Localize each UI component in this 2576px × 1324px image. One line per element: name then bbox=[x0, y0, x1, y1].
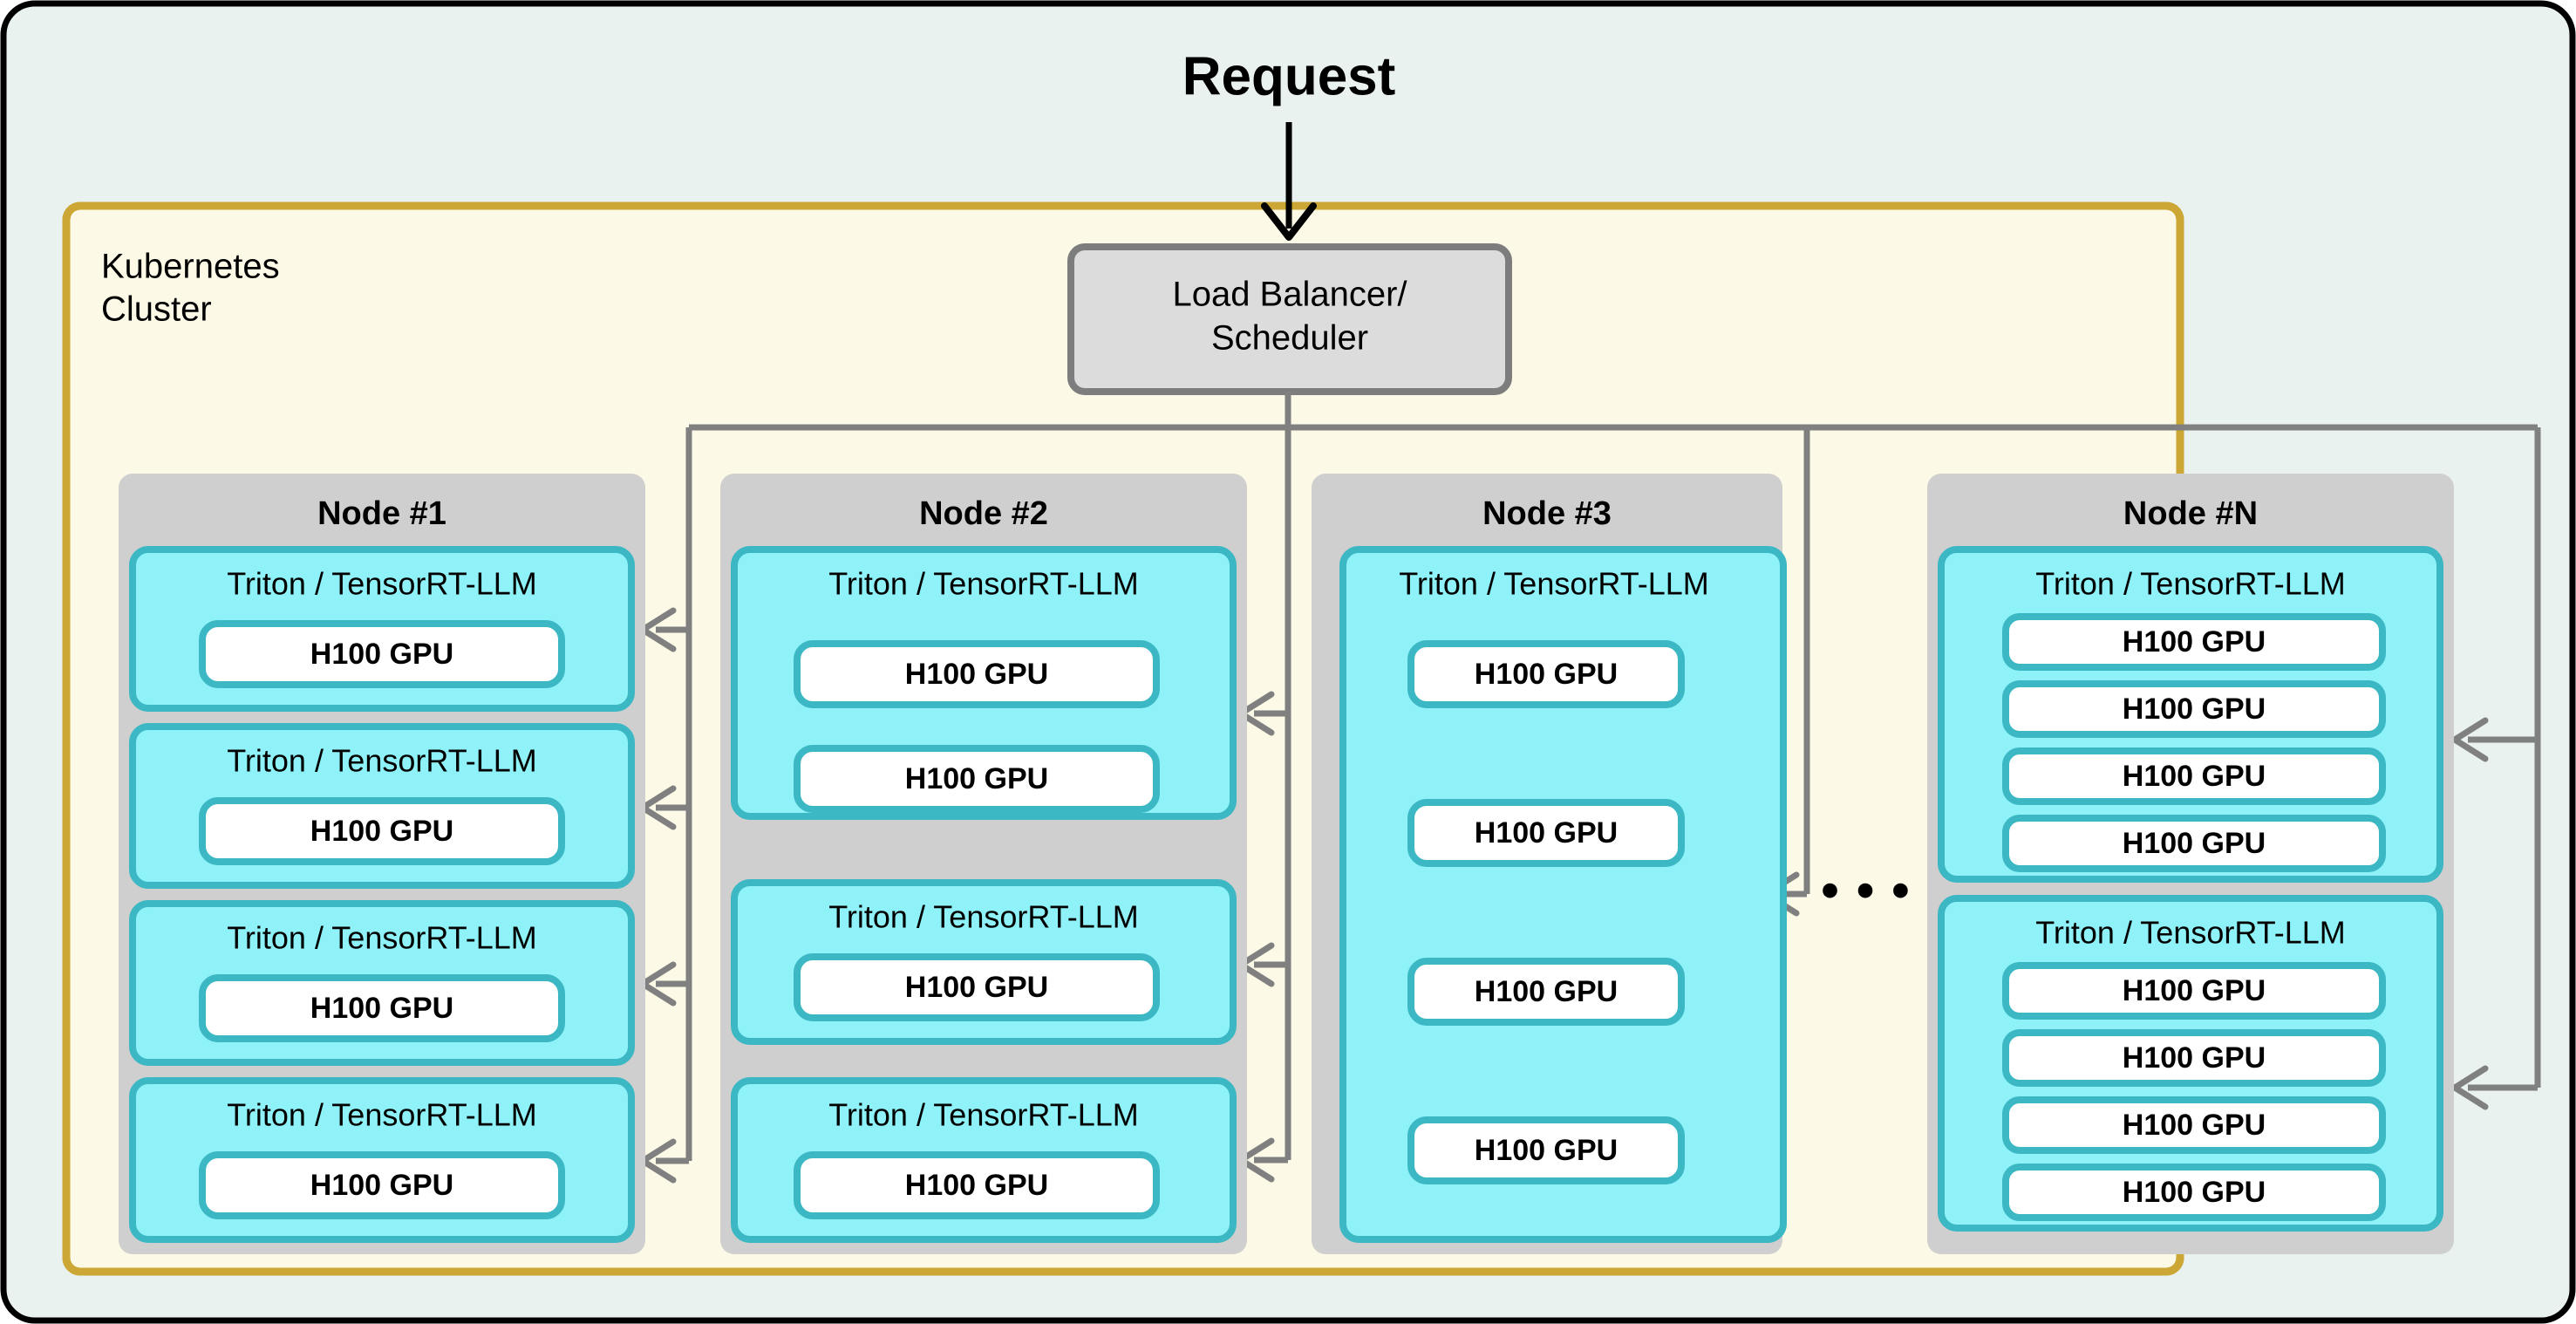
pod-label: Triton / TensorRT-LLM bbox=[227, 920, 536, 956]
page-title: Request bbox=[1182, 46, 1396, 106]
gpu-label: H100 GPU bbox=[2123, 693, 2266, 726]
gpu-label: H100 GPU bbox=[2123, 1041, 2266, 1075]
pod-2-2[interactable]: Triton / TensorRT-LLM H100 GPU bbox=[731, 879, 1237, 1045]
gpu-label: H100 GPU bbox=[2123, 760, 2266, 793]
gpu-label: H100 GPU bbox=[1475, 975, 1618, 1008]
pod-n-2[interactable]: Triton / TensorRT-LLM H100 GPU H100 GPU … bbox=[1938, 895, 2443, 1232]
gpu-label: H100 GPU bbox=[2123, 1109, 2266, 1142]
cluster-label-line2: Cluster bbox=[101, 290, 212, 329]
pod-label: Triton / TensorRT-LLM bbox=[828, 1097, 1138, 1133]
gpu-label: H100 GPU bbox=[1475, 816, 1618, 850]
pod-n-1[interactable]: Triton / TensorRT-LLM H100 GPU H100 GPU … bbox=[1938, 546, 2443, 883]
ellipsis-label: • • • bbox=[1821, 862, 1911, 918]
gpu-box[interactable] bbox=[794, 640, 1160, 708]
load-balancer-label-line1: Load Balancer/ bbox=[1172, 276, 1407, 314]
gpu-label: H100 GPU bbox=[1475, 658, 1618, 691]
pod-1-2[interactable]: Triton / TensorRT-LLM H100 GPU bbox=[129, 723, 635, 889]
gpu-box[interactable] bbox=[794, 1151, 1160, 1219]
load-balancer-label-line2: Scheduler bbox=[1211, 319, 1368, 358]
gpu-box[interactable] bbox=[199, 1151, 565, 1219]
gpu-label: H100 GPU bbox=[905, 1169, 1048, 1202]
gpu-box[interactable] bbox=[1407, 1116, 1685, 1184]
pod-label: Triton / TensorRT-LLM bbox=[227, 1097, 536, 1133]
request-arrow-head bbox=[1261, 202, 1317, 241]
pod-1-1[interactable]: Triton / TensorRT-LLM H100 GPU bbox=[129, 546, 635, 712]
gpu-box[interactable] bbox=[1407, 799, 1685, 867]
gpu-label: H100 GPU bbox=[2123, 827, 2266, 860]
gpu-box[interactable] bbox=[2002, 962, 2386, 1020]
gpu-box[interactable] bbox=[2002, 815, 2386, 872]
gpu-box[interactable] bbox=[2002, 1029, 2386, 1087]
gpu-box[interactable] bbox=[2002, 680, 2386, 738]
gpu-label: H100 GPU bbox=[1475, 1134, 1618, 1167]
gpu-label: H100 GPU bbox=[2123, 1176, 2266, 1209]
gpu-box[interactable] bbox=[2002, 1096, 2386, 1154]
cluster-label-line1: Kubernetes bbox=[101, 248, 280, 286]
gpu-box[interactable] bbox=[1407, 958, 1685, 1026]
gpu-box[interactable] bbox=[199, 797, 565, 865]
gpu-box[interactable] bbox=[2002, 613, 2386, 671]
gpu-label: H100 GPU bbox=[2123, 625, 2266, 659]
node-label-1: Node #1 bbox=[317, 495, 446, 532]
gpu-label: H100 GPU bbox=[905, 762, 1048, 795]
gpu-label: H100 GPU bbox=[310, 815, 453, 848]
node-label-2: Node #2 bbox=[919, 495, 1048, 532]
node-label-n: Node #N bbox=[2123, 495, 2258, 532]
gpu-box[interactable] bbox=[199, 974, 565, 1042]
node-label-3: Node #3 bbox=[1482, 495, 1612, 532]
gpu-label: H100 GPU bbox=[310, 1169, 453, 1202]
gpu-box[interactable] bbox=[794, 745, 1160, 813]
pod-label: Triton / TensorRT-LLM bbox=[828, 899, 1138, 935]
gpu-box[interactable] bbox=[1407, 640, 1685, 708]
pod-1-4[interactable]: Triton / TensorRT-LLM H100 GPU bbox=[129, 1077, 635, 1243]
pod-2-1[interactable]: Triton / TensorRT-LLM H100 GPU H100 GPU bbox=[731, 546, 1237, 820]
pod-label: Triton / TensorRT-LLM bbox=[227, 743, 536, 779]
pod-2-3[interactable]: Triton / TensorRT-LLM H100 GPU bbox=[731, 1077, 1237, 1243]
gpu-label: H100 GPU bbox=[310, 638, 453, 671]
pod-label: Triton / TensorRT-LLM bbox=[227, 566, 536, 602]
pod-3-1[interactable]: Triton / TensorRT-LLM H100 GPU H100 GPU … bbox=[1339, 546, 1787, 1243]
pod-label: Triton / TensorRT-LLM bbox=[1399, 566, 1708, 602]
gpu-label: H100 GPU bbox=[2123, 974, 2266, 1007]
pod-label: Triton / TensorRT-LLM bbox=[2035, 566, 2345, 602]
pod-1-3[interactable]: Triton / TensorRT-LLM H100 GPU bbox=[129, 900, 635, 1066]
gpu-box[interactable] bbox=[2002, 747, 2386, 805]
node-box-1[interactable]: Node #1 Triton / TensorRT-LLM H100 GPU T… bbox=[119, 474, 645, 1254]
gpu-box[interactable] bbox=[2002, 1164, 2386, 1221]
pod-label: Triton / TensorRT-LLM bbox=[828, 566, 1138, 602]
node-box-3[interactable]: Node #3 Triton / TensorRT-LLM H100 GPU H… bbox=[1312, 474, 1787, 1254]
gpu-label: H100 GPU bbox=[905, 971, 1048, 1004]
arrows-nodeN bbox=[2451, 717, 2538, 1110]
gpu-label: H100 GPU bbox=[905, 658, 1048, 691]
gpu-box[interactable] bbox=[199, 620, 565, 688]
gpu-box[interactable] bbox=[794, 953, 1160, 1021]
gpu-label: H100 GPU bbox=[310, 992, 453, 1025]
node-box-n[interactable]: Node #N Triton / TensorRT-LLM H100 GPU H… bbox=[1927, 474, 2454, 1254]
pod-label: Triton / TensorRT-LLM bbox=[2035, 915, 2345, 951]
node-box-2[interactable]: Node #2 Triton / TensorRT-LLM H100 GPU H… bbox=[720, 474, 1247, 1254]
